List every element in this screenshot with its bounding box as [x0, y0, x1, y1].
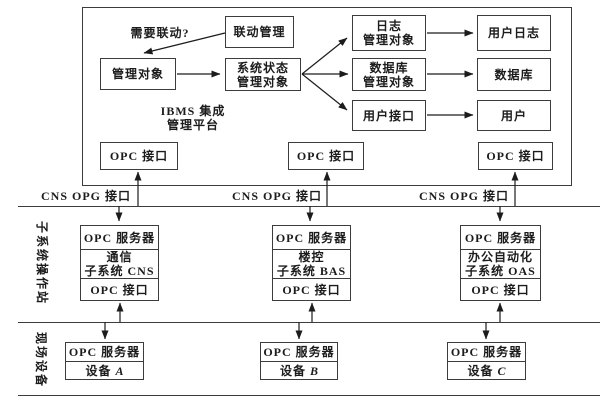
user-box: 用户: [477, 100, 551, 131]
bus-label-2: CNS OPG 接口: [231, 189, 322, 203]
subsystem-opc-server: OPC 服务器: [83, 230, 156, 245]
subsystem-name: 办公自动化 子系统 OAS: [461, 249, 540, 278]
user-log-box: 用户日志: [477, 15, 551, 51]
bottom-border-line: [18, 395, 600, 396]
device-box-c: OPC 服务器 设备 C: [447, 342, 526, 380]
device-opc-server: OPC 服务器: [450, 345, 523, 359]
device-name: 设备 C: [448, 361, 525, 379]
subsystem-opc-interface: OPC 接口: [81, 278, 158, 300]
bus-label-3: CNS OPG 接口: [418, 189, 509, 203]
device-opc-server: OPC 服务器: [263, 345, 335, 359]
system-status-managed-object-box: 系统状态 管理对象: [225, 58, 301, 91]
subsystem-opc-interface: OPC 接口: [461, 278, 540, 300]
side-label-subsystem-stations: 子系统操作站: [35, 220, 49, 305]
subsystem-name: 通信 子系统 CNS: [81, 249, 158, 278]
log-managed-object-box: 日志 管理对象: [352, 15, 426, 51]
needs-linkage-question: 需要联动?: [130, 26, 190, 40]
device-opc-server: OPC 服务器: [68, 345, 141, 359]
linkage-management-box: 联动管理: [225, 16, 294, 48]
platform-opc-interface-3: OPC 接口: [478, 142, 553, 170]
subsystem-box-cns: OPC 服务器 通信 子系统 CNS OPC 接口: [80, 225, 159, 301]
bus-line-lower: [18, 322, 600, 323]
platform-opc-interface-1: OPC 接口: [100, 142, 178, 170]
device-box-b: OPC 服务器 设备 B: [260, 342, 338, 380]
subsystem-name: 楼控 子系统 BAS: [273, 249, 350, 278]
database-managed-object-box: 数据库 管理对象: [352, 58, 426, 91]
subsystem-opc-server: OPC 服务器: [275, 230, 348, 245]
subsystem-opc-interface: OPC 接口: [273, 278, 350, 300]
subsystem-opc-server: OPC 服务器: [464, 230, 537, 245]
device-name: 设备 B: [261, 361, 337, 379]
side-label-field-devices: 现场设备: [34, 331, 48, 388]
bus-label-1: CNS OPG 接口: [40, 189, 131, 203]
platform-title: IBMS 集成 管理平台: [160, 104, 226, 132]
subsystem-box-oas: OPC 服务器 办公自动化 子系统 OAS OPC 接口: [460, 225, 541, 301]
device-box-a: OPC 服务器 设备 A: [65, 342, 144, 380]
device-name: 设备 A: [66, 361, 143, 379]
managed-object-box: 管理对象: [100, 58, 176, 90]
database-box: 数据库: [477, 58, 551, 91]
bus-line-upper: [18, 206, 600, 207]
subsystem-box-bas: OPC 服务器 楼控 子系统 BAS OPC 接口: [272, 225, 351, 301]
platform-opc-interface-2: OPC 接口: [288, 142, 364, 170]
user-interface-box: 用户接口: [352, 100, 426, 131]
